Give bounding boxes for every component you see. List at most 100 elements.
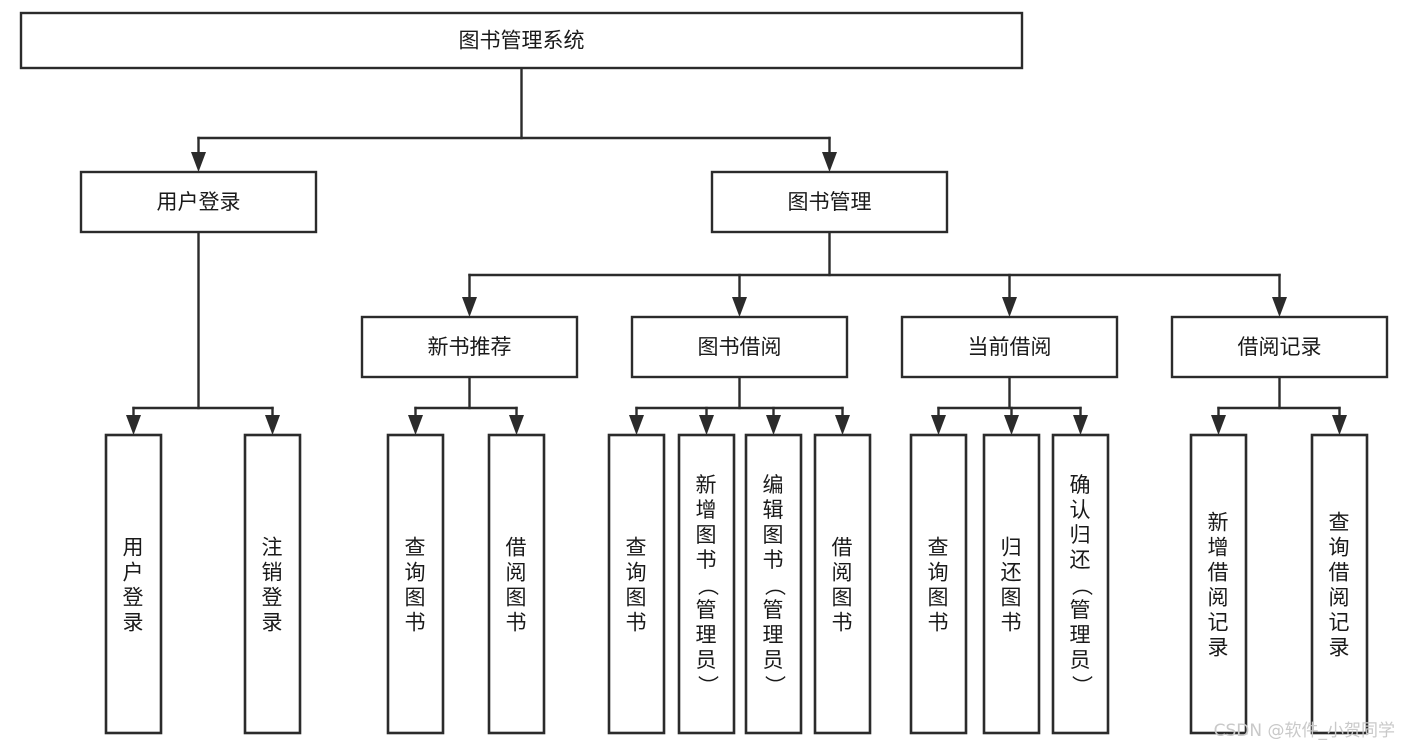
node-label-char: 书: [928, 611, 950, 635]
node-label-char: 查: [1329, 511, 1351, 535]
node-label-char: 认: [1070, 498, 1092, 522]
node-borrow-record[interactable]: 借阅记录: [1170, 315, 1389, 379]
node-label-char: 图: [405, 586, 427, 610]
node-leaf-return-book[interactable]: 归还图书归还图书: [982, 433, 1041, 735]
node-label-char: 阅: [832, 561, 854, 585]
node-label-char: 新: [696, 473, 718, 497]
node-box[interactable]: [677, 433, 736, 735]
node-user-login[interactable]: 用户登录: [79, 170, 318, 234]
arrow-head-icon: [835, 415, 850, 435]
arrow-head-icon: [1211, 415, 1226, 435]
arrow-head-icon: [265, 415, 280, 435]
node-label-char: 员: [696, 648, 718, 672]
node-label: 图书借阅: [698, 335, 782, 359]
node-book-borrow[interactable]: 图书借阅: [630, 315, 849, 379]
node-book-manage[interactable]: 图书管理: [710, 170, 949, 234]
node-label-char: 书: [1001, 611, 1023, 635]
node-box[interactable]: [813, 433, 872, 735]
node-label-char: 户: [123, 561, 145, 585]
node-label-char: 图: [626, 586, 648, 610]
node-label-char: 借: [832, 536, 854, 560]
connector-group: [629, 375, 850, 435]
node-current-borrow[interactable]: 当前借阅: [900, 315, 1119, 379]
node-label-char: 登: [123, 586, 145, 610]
arrow-head-icon: [408, 415, 423, 435]
node-box[interactable]: [360, 315, 579, 379]
node-box[interactable]: [1189, 433, 1248, 735]
node-box[interactable]: [630, 315, 849, 379]
connector-group: [931, 375, 1088, 435]
node-leaf-query-book-rec[interactable]: 查询图书查询图书: [386, 433, 445, 735]
connector-group: [1211, 375, 1347, 435]
node-box[interactable]: [487, 433, 546, 735]
node-label-char: ）: [1070, 675, 1094, 697]
node-label-char: 注: [262, 536, 284, 560]
node-label-char: （: [763, 575, 787, 597]
node-box[interactable]: [744, 433, 803, 735]
node-leaf-query-book-cb[interactable]: 查询图书查询图书: [909, 433, 968, 735]
node-leaf-borrow-book-br[interactable]: 借阅图书借阅图书: [813, 433, 872, 735]
arrow-head-icon: [699, 415, 714, 435]
node-label-char: 还: [1070, 548, 1092, 572]
node-box[interactable]: [1051, 433, 1110, 735]
node-label-char: 书: [405, 611, 427, 635]
node-box[interactable]: [710, 170, 949, 234]
node-label-char: 记: [1208, 611, 1230, 635]
arrow-head-icon: [1004, 415, 1019, 435]
node-label-char: 增: [696, 498, 718, 522]
node-box[interactable]: [900, 315, 1119, 379]
node-box[interactable]: [607, 433, 666, 735]
node-label-char: 还: [1001, 561, 1023, 585]
node-label: 用户登录: [157, 190, 241, 214]
node-label-char: 图: [506, 586, 528, 610]
node-box[interactable]: [982, 433, 1041, 735]
node-leaf-query-book-br[interactable]: 查询图书查询图书: [607, 433, 666, 735]
node-label-char: 管: [696, 598, 718, 622]
arrow-head-icon: [931, 415, 946, 435]
node-box[interactable]: [909, 433, 968, 735]
node-label: 新书推荐: [428, 335, 512, 359]
node-label-char: 图: [832, 586, 854, 610]
node-leaf-borrow-book-rec[interactable]: 借阅图书借阅图书: [487, 433, 546, 735]
connector-group: [126, 230, 280, 435]
node-box[interactable]: [243, 433, 302, 735]
node-layer: 图书管理系统用户登录图书管理新书推荐图书借阅当前借阅借阅记录用户登录用户登录注销…: [19, 11, 1389, 735]
node-label-char: 询: [405, 561, 427, 585]
node-label-char: 记: [1329, 611, 1351, 635]
node-label-char: 理: [763, 623, 785, 647]
node-root[interactable]: 图书管理系统: [19, 11, 1024, 70]
connector-layer: [126, 66, 1347, 435]
arrow-head-icon: [732, 297, 747, 317]
node-label-char: 询: [1329, 536, 1351, 560]
arrow-head-icon: [509, 415, 524, 435]
node-label-char: 查: [928, 536, 950, 560]
node-new-book-rec[interactable]: 新书推荐: [360, 315, 579, 379]
node-box[interactable]: [1310, 433, 1369, 735]
node-leaf-add-record[interactable]: 新增借阅记录新增借阅记录: [1189, 433, 1248, 735]
node-box[interactable]: [79, 170, 318, 234]
arrow-head-icon: [1332, 415, 1347, 435]
node-box[interactable]: [1170, 315, 1389, 379]
node-label-char: 录: [262, 611, 284, 635]
arrow-head-icon: [629, 415, 644, 435]
node-leaf-query-record[interactable]: 查询借阅记录查询借阅记录: [1310, 433, 1369, 735]
node-label-char: 录: [123, 611, 145, 635]
node-leaf-logout[interactable]: 注销登录注销登录: [243, 433, 302, 735]
node-label-char: 销: [262, 561, 284, 585]
node-box[interactable]: [386, 433, 445, 735]
node-label-char: 录: [1208, 636, 1230, 660]
node-label-char: 管: [763, 598, 785, 622]
node-label-char: （: [696, 575, 720, 597]
node-label-char: 管: [1070, 598, 1092, 622]
node-label-char: 理: [696, 623, 718, 647]
connector-group: [408, 375, 524, 435]
node-box[interactable]: [19, 11, 1024, 70]
node-label-char: 书: [763, 548, 785, 572]
node-label-char: 询: [626, 561, 648, 585]
node-leaf-user-login[interactable]: 用户登录用户登录: [104, 433, 163, 735]
node-box[interactable]: [104, 433, 163, 735]
node-label-char: 借: [1208, 561, 1230, 585]
